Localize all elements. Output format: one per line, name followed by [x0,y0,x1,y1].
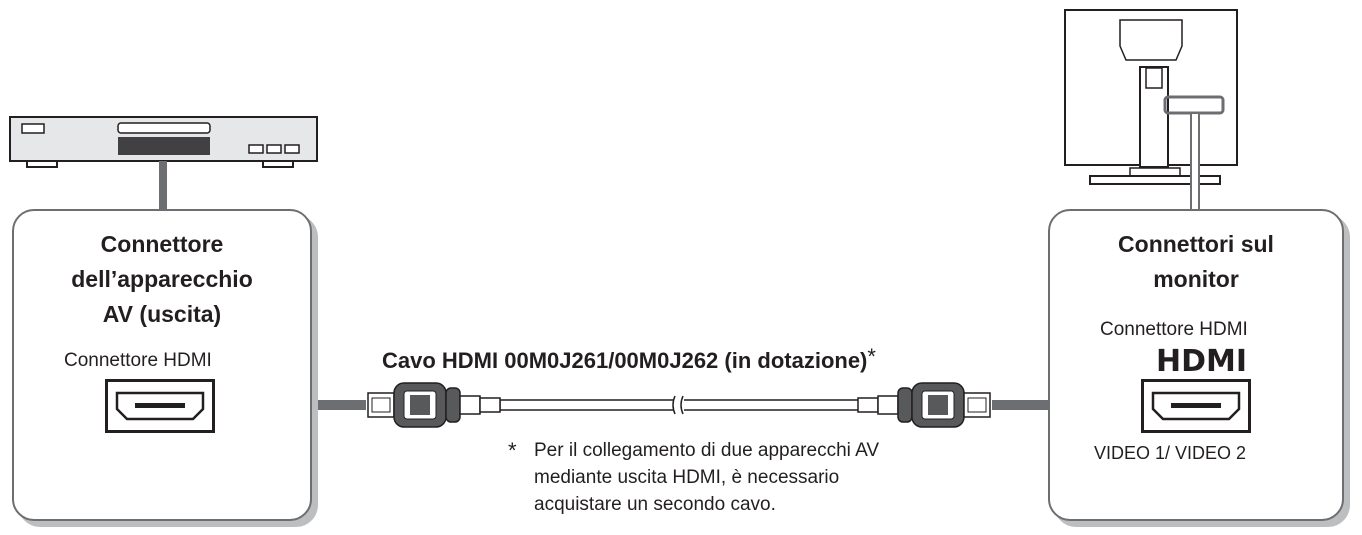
hdmi-logo: HDMI [1156,344,1248,379]
footnote-marker: * [867,344,876,369]
cable-title: Cavo HDMI 00M0J261/00M0J262 (in dotazion… [382,344,876,374]
footnote-line: mediante uscita HDMI, è necessario [534,467,840,488]
av-output-connector-panel: Connettore dell’apparecchio AV (uscita) … [12,209,312,521]
player-stem [159,161,167,211]
panel-title-line: AV (uscita) [102,301,222,327]
panel-title-line: Connettori sul [1118,231,1274,257]
cable-title-text: Cavo HDMI 00M0J261/00M0J262 (in dotazion… [382,348,868,373]
hdmi-port-icon [105,379,215,433]
av-player-icon [9,116,318,168]
panel-title: Connettore dell’apparecchio AV (uscita) [14,227,310,332]
panel-title: Connettori sul monitor [1050,227,1342,297]
hdmi-port-icon [1141,379,1251,433]
footnote-marker: * [508,438,517,463]
monitor-connector-panel: Connettori sul monitor Connettore HDMI H… [1048,209,1344,521]
panel-title-line: dell’apparecchio [71,266,253,292]
hdmi-cable-icon [367,382,991,428]
footnote: * Per il collegamento di due apparecchi … [508,437,879,518]
footnote-line: acquistare un secondo cavo. [534,494,776,515]
footnote-line: Per il collegamento di due apparecchi AV [534,440,880,461]
monitor-stem [1190,112,1200,212]
connector-label: Connettore HDMI [1100,319,1248,340]
panel-title-line: monitor [1153,266,1239,292]
panel-title-line: Connettore [100,231,224,257]
monitor-icon [1064,9,1238,185]
port-label: VIDEO 1/ VIDEO 2 [1094,443,1247,463]
connector-label: Connettore HDMI [64,350,212,371]
